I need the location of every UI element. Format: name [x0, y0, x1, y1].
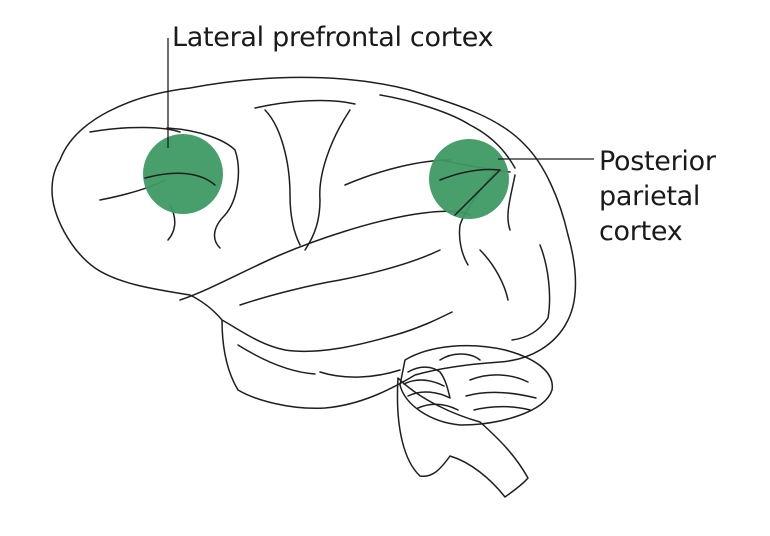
- lateral-prefrontal-label: Lateral prefrontal cortex: [172, 22, 494, 53]
- lateral-prefrontal-region: [143, 134, 223, 214]
- posterior-parietal-label-line2: parietal: [599, 181, 701, 212]
- cerebrum: [51, 76, 577, 410]
- region-sulci: [144, 168, 501, 216]
- posterior-parietal-label: Posterior parietal cortex: [599, 144, 716, 249]
- posterior-parietal-label-line1: Posterior: [599, 146, 716, 177]
- brainstem: [396, 377, 529, 498]
- cerebellum-folia: [403, 353, 537, 411]
- cerebellum: [399, 344, 553, 426]
- posterior-parietal-label-line3: cortex: [599, 216, 683, 247]
- posterior-parietal-region: [429, 139, 509, 219]
- sulci-lines: [89, 94, 551, 378]
